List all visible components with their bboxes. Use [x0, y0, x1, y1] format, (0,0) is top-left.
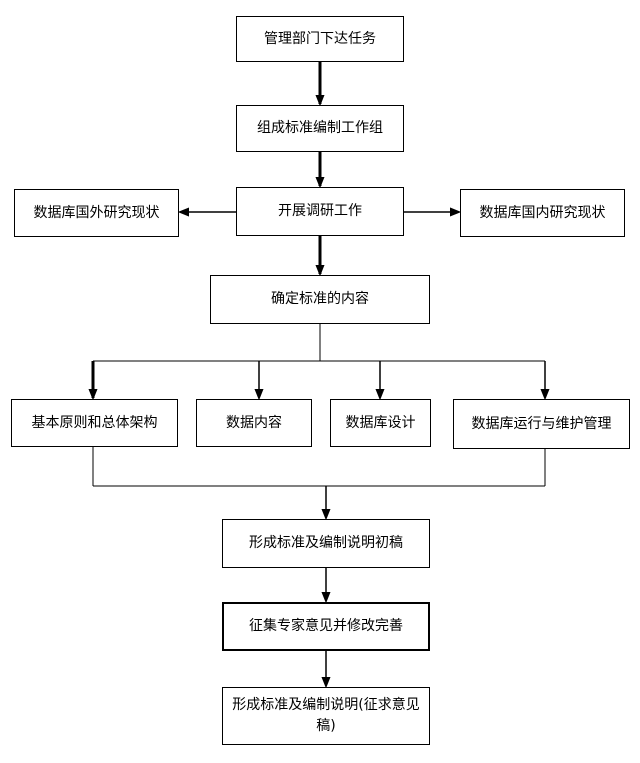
node-content: 确定标准的内容 — [210, 275, 430, 324]
node-domestic: 数据库国内研究现状 — [460, 189, 625, 237]
node-principle: 基本原则和总体架构 — [11, 399, 178, 447]
node-research: 开展调研工作 — [236, 187, 404, 236]
node-group: 组成标准编制工作组 — [236, 105, 404, 152]
node-opinion: 征集专家意见并修改完善 — [222, 602, 430, 651]
node-group-label: 组成标准编制工作组 — [257, 120, 383, 136]
node-draft-label: 形成标准及编制说明初稿 — [249, 535, 403, 551]
node-design-label: 数据库设计 — [345, 414, 416, 431]
node-final-label: 形成标准及编制说明(征求意见稿) — [232, 697, 420, 734]
node-abroad-label: 数据库国外研究现状 — [33, 204, 160, 221]
node-draft: 形成标准及编制说明初稿 — [222, 519, 430, 568]
node-final: 形成标准及编制说明(征求意见稿) — [222, 687, 430, 745]
node-abroad: 数据库国外研究现状 — [14, 189, 179, 237]
node-principle-label: 基本原则和总体架构 — [31, 414, 158, 431]
node-domestic-label: 数据库国内研究现状 — [479, 204, 606, 221]
node-design: 数据库设计 — [330, 399, 431, 447]
node-assign-label: 管理部门下达任务 — [264, 30, 376, 47]
node-opinion-label: 征集专家意见并修改完善 — [249, 618, 403, 634]
node-ops: 数据库运行与维护管理 — [453, 399, 630, 449]
node-data-label: 数据内容 — [226, 414, 282, 431]
node-content-label: 确定标准的内容 — [271, 291, 369, 307]
node-data: 数据内容 — [196, 399, 312, 447]
node-ops-label: 数据库运行与维护管理 — [471, 415, 612, 432]
node-assign: 管理部门下达任务 — [236, 16, 404, 62]
node-research-label: 开展调研工作 — [278, 203, 362, 219]
